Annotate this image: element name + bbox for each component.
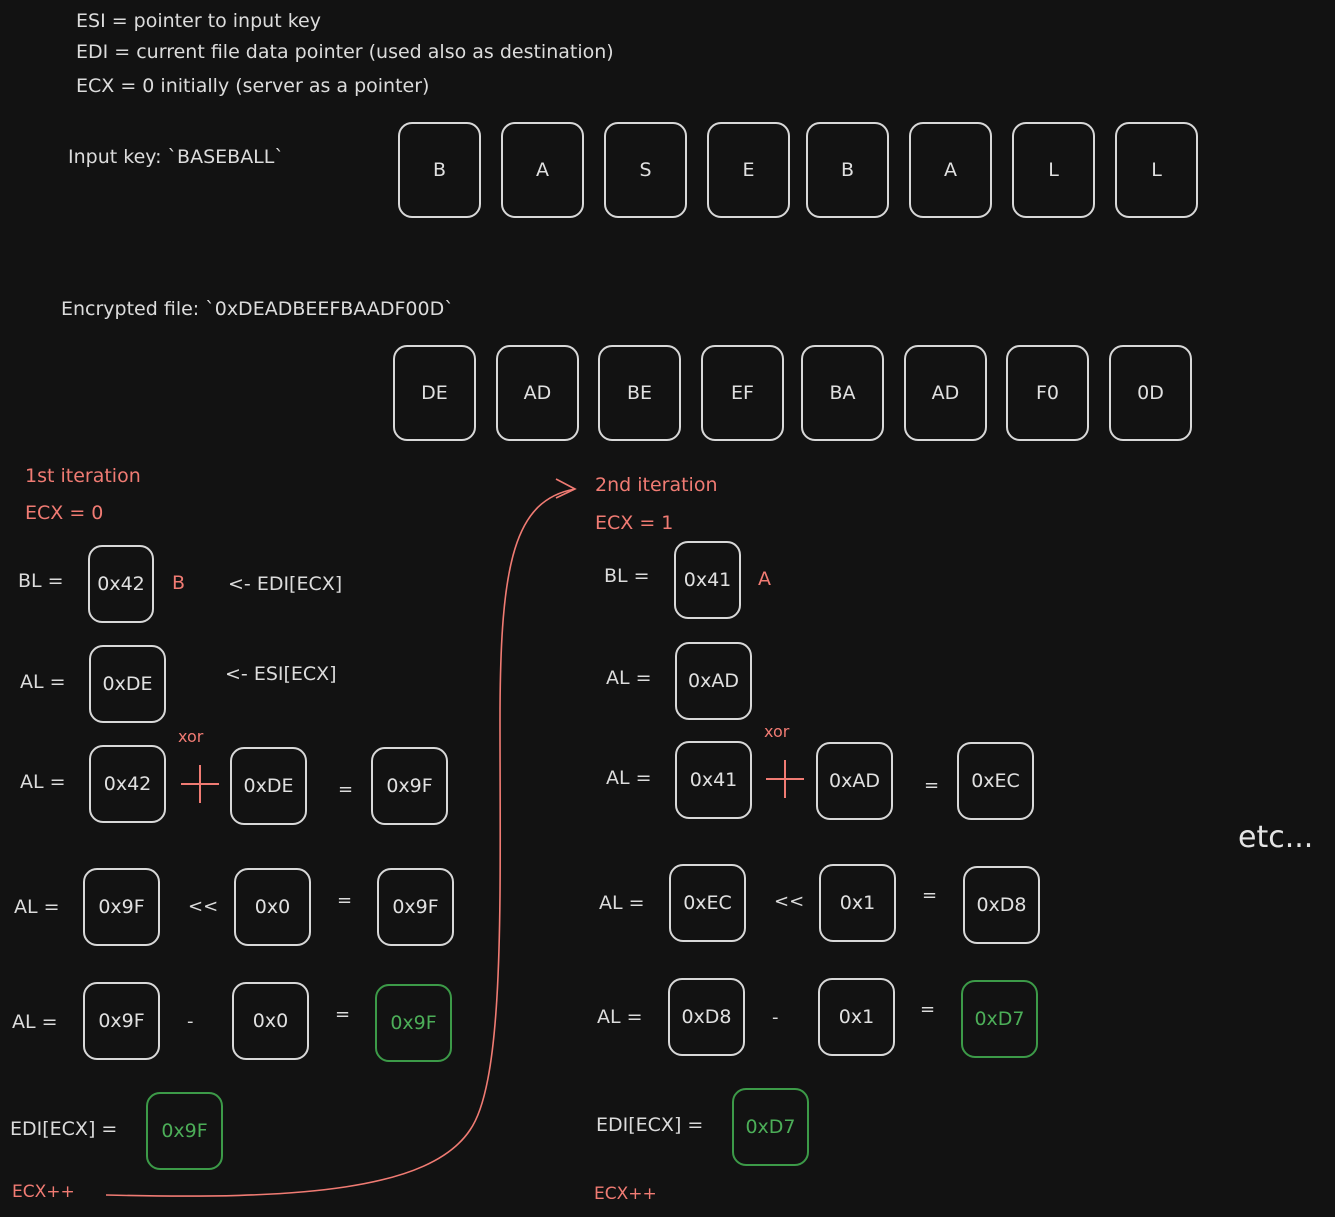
iter2-edi-value-box: 0xD7 — [732, 1088, 809, 1166]
iter1-xor-b-box: 0xDE — [230, 747, 307, 825]
iter2-eq1: = — [924, 775, 940, 796]
iter2-sub-a-box: 0xD8 — [668, 978, 745, 1056]
iter1-al4-label: AL = — [12, 1011, 58, 1033]
iter2-ecx-increment: ECX++ — [594, 1184, 657, 1204]
key-byte-box: S — [604, 122, 687, 218]
file-byte-box: DE — [393, 345, 476, 441]
key-byte-box: B — [806, 122, 889, 218]
iter1-eq2: = — [337, 890, 353, 911]
iter2-bl-value-box: 0x41 — [674, 541, 741, 619]
iter2-al3-label: AL = — [599, 892, 645, 914]
iter1-edi-label: EDI[ECX] = — [10, 1118, 118, 1140]
iter2-sub-result-box: 0xD7 — [961, 980, 1038, 1058]
iter1-bl-char: B — [172, 572, 186, 594]
iter2-al2-label: AL = — [606, 767, 652, 789]
iter1-bl-value-box: 0x42 — [88, 545, 154, 623]
file-byte-box: BE — [598, 345, 681, 441]
iter1-ecx-increment: ECX++ — [12, 1182, 75, 1202]
key-byte-box: E — [707, 122, 790, 218]
iter2-shl-a-box: 0xEC — [669, 864, 746, 942]
iter1-shl-b-box: 0x0 — [234, 868, 311, 946]
iter1-al3-label: AL = — [14, 896, 60, 918]
iter1-sub-op: - — [187, 1011, 194, 1032]
iter2-al4-label: AL = — [597, 1006, 643, 1028]
note-ecx: ECX = 0 initially (server as a pointer) — [76, 75, 430, 97]
key-byte-box: A — [501, 122, 584, 218]
encrypted-file-label: Encrypted file: `0xDEADBEEFBAADF00D` — [61, 298, 454, 320]
file-byte-box: AD — [904, 345, 987, 441]
iter1-al1-label: AL = — [20, 671, 66, 693]
iter2-al1-label: AL = — [606, 667, 652, 689]
iter2-eq2: = — [922, 885, 938, 906]
iter2-xor-result-box: 0xEC — [957, 742, 1034, 820]
iter1-shl-a-box: 0x9F — [83, 868, 160, 946]
iter1-al2-label: AL = — [20, 771, 66, 793]
iter1-al1-value-box: 0xDE — [89, 645, 166, 723]
iter1-xor-result-box: 0x9F — [371, 747, 448, 825]
iter1-ecx: ECX = 0 — [25, 502, 104, 524]
iter1-edi-value-box: 0x9F — [146, 1092, 223, 1170]
iter2-xor-a-box: 0x41 — [675, 741, 752, 819]
iter1-eq1: = — [338, 779, 354, 800]
iter1-xor-a-box: 0x42 — [89, 745, 166, 823]
iter1-eq3: = — [335, 1004, 351, 1025]
iter2-sub-b-box: 0x1 — [818, 978, 895, 1056]
iter1-al1-note: <- ESI[ECX] — [225, 663, 337, 685]
note-edi: EDI = current file data pointer (used al… — [76, 41, 614, 63]
file-byte-box: EF — [701, 345, 784, 441]
xor-plus-icon — [181, 765, 219, 803]
key-byte-box: L — [1115, 122, 1198, 218]
file-byte-box: 0D — [1109, 345, 1192, 441]
iter2-shl-result-box: 0xD8 — [963, 866, 1040, 944]
iter1-xor-label: xor — [178, 727, 204, 746]
file-byte-box: BA — [801, 345, 884, 441]
iter1-shl-op: << — [188, 896, 219, 917]
key-byte-box: A — [909, 122, 992, 218]
iter2-title: 2nd iteration — [595, 474, 718, 496]
note-esi: ESI = pointer to input key — [76, 10, 321, 32]
iter2-sub-op: - — [772, 1007, 779, 1028]
iter1-sub-result-box: 0x9F — [375, 984, 452, 1062]
iter1-sub-a-box: 0x9F — [83, 982, 160, 1060]
iter2-shl-b-box: 0x1 — [819, 864, 896, 942]
iter2-ecx: ECX = 1 — [595, 512, 674, 534]
etc-label: etc... — [1238, 820, 1314, 855]
iter2-xor-label: xor — [764, 722, 790, 741]
xor-plus-icon — [766, 760, 804, 798]
input-key-label: Input key: `BASEBALL` — [68, 146, 284, 168]
file-byte-box: AD — [496, 345, 579, 441]
iter1-sub-b-box: 0x0 — [232, 982, 309, 1060]
key-byte-box: B — [398, 122, 481, 218]
iter1-bl-label: BL = — [18, 570, 64, 592]
iter1-title: 1st iteration — [25, 465, 141, 487]
key-byte-box: L — [1012, 122, 1095, 218]
iter2-xor-b-box: 0xAD — [816, 742, 893, 820]
file-byte-box: F0 — [1006, 345, 1089, 441]
iter1-bl-note: <- EDI[ECX] — [228, 573, 343, 595]
iter2-al1-value-box: 0xAD — [675, 642, 752, 720]
iter2-shl-op: << — [774, 891, 805, 912]
iter1-shl-result-box: 0x9F — [377, 868, 454, 946]
iter2-bl-label: BL = — [604, 565, 650, 587]
iter2-edi-label: EDI[ECX] = — [596, 1114, 704, 1136]
iter2-bl-char: A — [758, 568, 771, 590]
iter2-eq3: = — [920, 999, 936, 1020]
